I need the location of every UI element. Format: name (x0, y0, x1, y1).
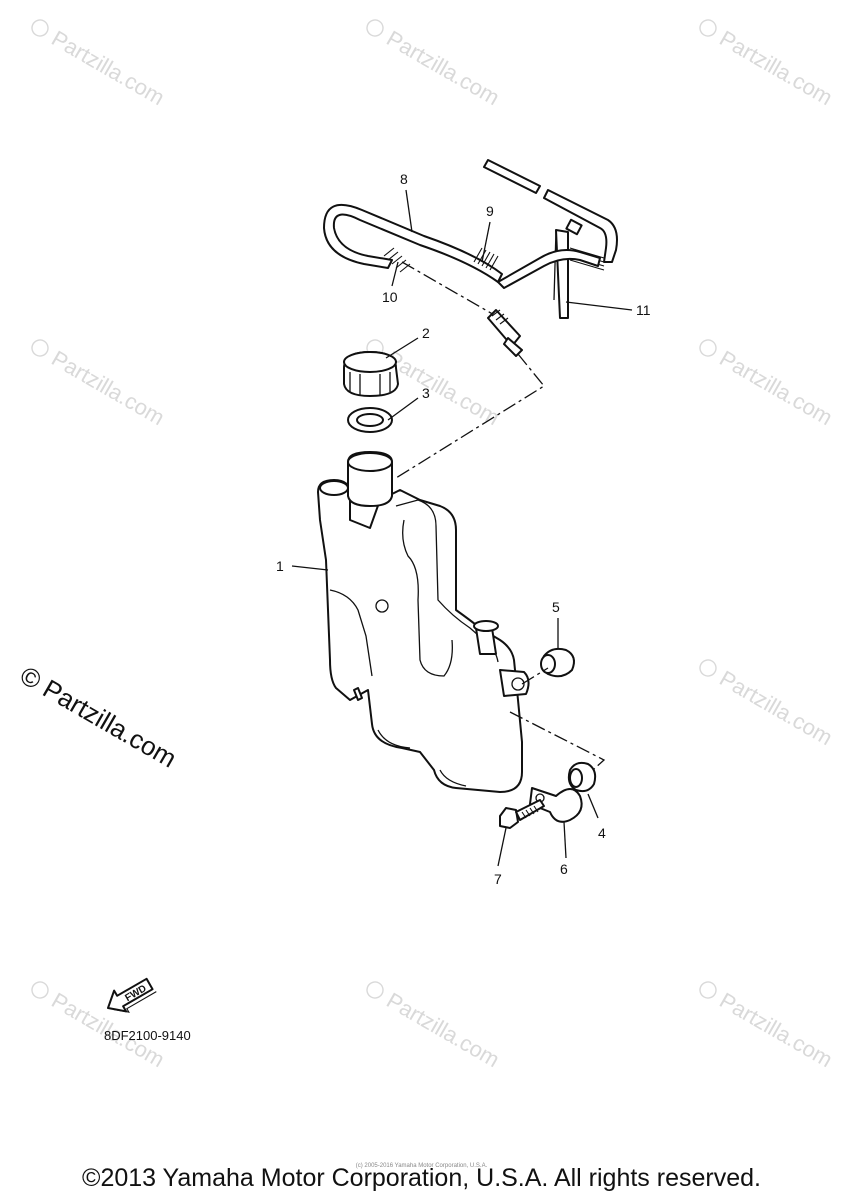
callout-3: 3 (422, 385, 430, 401)
callout-8: 8 (400, 171, 408, 187)
breather-hose-assembly (323, 159, 618, 479)
callout-9: 9 (486, 203, 494, 219)
callout-1: 1 (276, 558, 284, 574)
watermark-label: Partzilla.com (715, 988, 837, 1073)
reservoir-tank (317, 451, 530, 793)
fine-print: (c) 2005-2016 Yamaha Motor Corporation, … (355, 1163, 488, 1169)
watermark-row-2: Partzilla.com Partzilla.com Partzilla.co… (31, 339, 837, 431)
watermark-label: Partzilla.com (47, 346, 169, 431)
callout-2: 2 (422, 325, 430, 341)
watermark-label: Partzilla.com (382, 346, 504, 431)
watermark-label: Partzilla.com (382, 988, 504, 1073)
watermark-label: Partzilla.com (715, 346, 837, 431)
fwd-label: FWD (123, 983, 148, 1004)
watermark-label: Partzilla.com (715, 666, 837, 751)
fwd-arrow-icon: FWD (107, 977, 157, 1013)
callout-10: 10 (382, 289, 398, 305)
callout-5: 5 (552, 599, 560, 615)
callout-11: 11 (636, 302, 651, 318)
tank-cap (343, 351, 399, 397)
copyright-notice: ©2013 Yamaha Motor Corporation, U.S.A. A… (82, 1164, 761, 1192)
watermark-label: Partzilla.com (382, 26, 504, 111)
callout-6: 6 (560, 861, 568, 877)
mount-hardware (499, 711, 606, 829)
callout-4: 4 (598, 825, 606, 841)
gasket (347, 407, 393, 433)
watermark-label: Partzilla.com (715, 26, 837, 111)
watermark-label: Partzilla.com (47, 26, 169, 111)
callout-7: 7 (494, 871, 502, 887)
diagram-part-code: 8DF2100-9140 (104, 1028, 191, 1043)
watermark-row-top: Partzilla.com Partzilla.com Partzilla.co… (31, 19, 837, 111)
callout-numbers: 1 2 3 4 5 6 7 8 9 10 11 (276, 171, 651, 887)
grommet (521, 647, 575, 685)
leader-lines (291, 189, 633, 867)
